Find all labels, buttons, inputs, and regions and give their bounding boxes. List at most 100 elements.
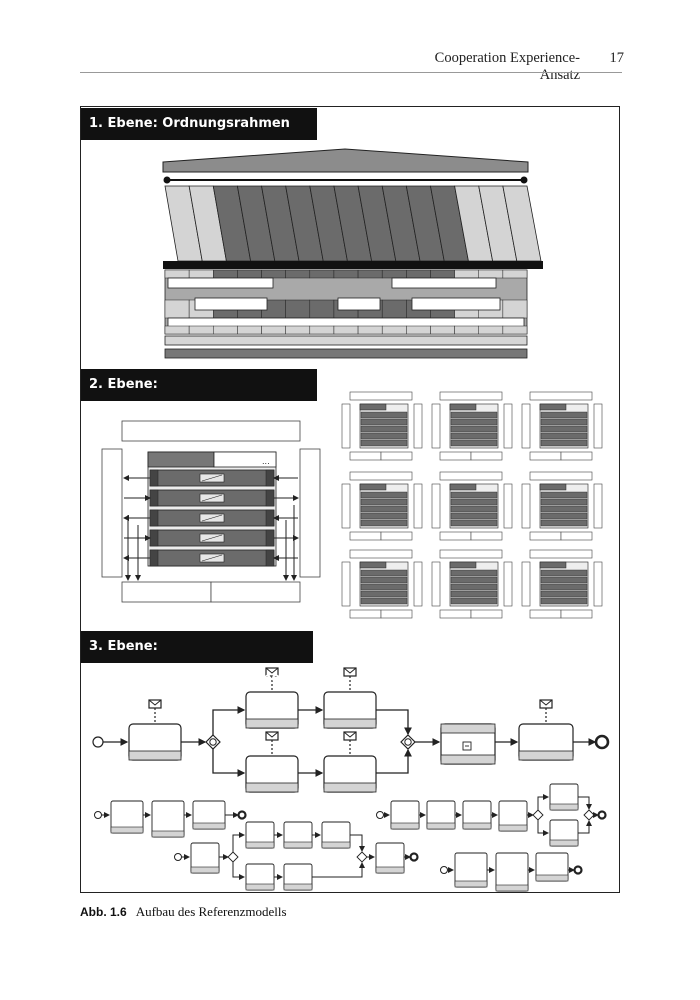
thumb-header: [439, 471, 503, 481]
thumb-footer: [380, 451, 413, 461]
activity-mark: [201, 534, 223, 542]
thumb-footer: [380, 609, 413, 619]
envelope-flap: [343, 731, 357, 738]
axis-end-left: [163, 176, 171, 184]
task-band: [518, 750, 574, 761]
thumb-row: [540, 411, 588, 419]
end-event: [594, 734, 610, 750]
thumb-header: [349, 391, 413, 401]
mini-end-event: [597, 810, 607, 820]
thumb-footer: [470, 609, 503, 619]
thumb-header: [439, 549, 503, 559]
mini-task-band: [426, 822, 456, 830]
thumb-footer: [439, 451, 472, 461]
thumb-row: [450, 491, 498, 499]
thumb-pillar: [341, 561, 351, 607]
sequence-flow: [212, 749, 246, 777]
thumb-pillar: [431, 561, 441, 607]
grid-cell: [261, 325, 286, 335]
thumb-row: [360, 590, 408, 598]
mini-task-band: [245, 841, 275, 849]
level-1-title: 1. Ebene: Ordnungsrahmen: [81, 108, 317, 140]
thumb-pillar: [341, 483, 351, 529]
scenario-left-pillar: [101, 448, 123, 578]
thumb-row: [450, 576, 498, 584]
scenario-core-header-dark: [147, 451, 215, 468]
mini-flow: [232, 832, 245, 852]
grid-cell: [237, 325, 262, 335]
scenario-thumbnails: [341, 391, 603, 619]
caption-label: Abb. 1.6: [80, 905, 127, 919]
thumb-footer: [349, 531, 382, 541]
mini-task-band: [321, 841, 351, 849]
thumb-row: [360, 432, 408, 440]
grid-cell: [309, 299, 335, 319]
level-3-title: 3. Ebene: Choreographiediagramme: [81, 631, 313, 686]
thumb-row: [450, 597, 498, 605]
kooperationsszenarien-diagram: ...: [101, 391, 603, 619]
thumb-row: [540, 505, 588, 513]
thumb-header: [349, 471, 413, 481]
activity-mark: [201, 474, 223, 482]
thumb-footer: [349, 609, 382, 619]
thumb-pillar: [521, 561, 531, 607]
main-choreography-flow: [92, 667, 610, 793]
start-event: [92, 736, 104, 748]
scenario-row-edge: [149, 469, 159, 487]
mini-task-band: [283, 841, 313, 849]
thumb-footer: [560, 609, 593, 619]
mini-task-band: [549, 839, 579, 847]
mini-gateway: [356, 851, 368, 863]
envelope-flap: [265, 667, 279, 674]
thumb-core-header: [449, 561, 477, 569]
task-band: [245, 718, 299, 729]
mini-task-band: [283, 883, 313, 891]
thumb-pillar: [521, 483, 531, 529]
thumb-footer: [380, 531, 413, 541]
thumb-footer: [560, 531, 593, 541]
sequence-flow: [212, 706, 246, 735]
thumb-pillar: [413, 403, 423, 449]
task-band: [440, 723, 496, 734]
figure-frame: [80, 106, 620, 893]
thumb-pillar: [503, 403, 513, 449]
grid-cell: [454, 269, 479, 279]
scenario-row-edge: [265, 469, 275, 487]
thumb-pillar: [503, 483, 513, 529]
grid-cell: [285, 325, 311, 335]
mini-gateway: [532, 809, 544, 821]
thumb-row: [450, 425, 498, 433]
thumb-row: [450, 519, 498, 527]
grid-cell: [164, 325, 190, 335]
mini-start-event: [94, 811, 102, 819]
thumb-footer: [470, 531, 503, 541]
thumb-row: [540, 583, 588, 591]
grid-cell: [430, 269, 455, 279]
scenario-row-edge: [265, 509, 275, 527]
grid-cell: [502, 325, 528, 335]
thumb-row: [450, 569, 498, 577]
axis-end-right: [520, 176, 528, 184]
thumb-row: [360, 491, 408, 499]
mini-task-band: [151, 830, 185, 838]
header-rule: [80, 72, 622, 73]
thumb-core-header: [539, 483, 567, 491]
scenario-row-edge: [265, 489, 275, 507]
thumb-row: [540, 519, 588, 527]
roof-shape: [162, 148, 529, 173]
grid-cell: [406, 325, 431, 335]
thumb-core-header: [539, 561, 567, 569]
envelope-flap: [343, 667, 357, 674]
scenario-footer-right: [210, 581, 301, 603]
grid-cell: [381, 269, 407, 279]
thumb-pillar: [431, 403, 441, 449]
thumb-row: [540, 590, 588, 598]
thumb-header: [439, 391, 503, 401]
thumb-core-header: [359, 483, 387, 491]
thumb-core-header: [359, 561, 387, 569]
grid-white-band: [391, 277, 497, 289]
grid-cell: [381, 325, 407, 335]
scenario-row-edge: [265, 549, 275, 567]
black-band: [163, 261, 543, 269]
